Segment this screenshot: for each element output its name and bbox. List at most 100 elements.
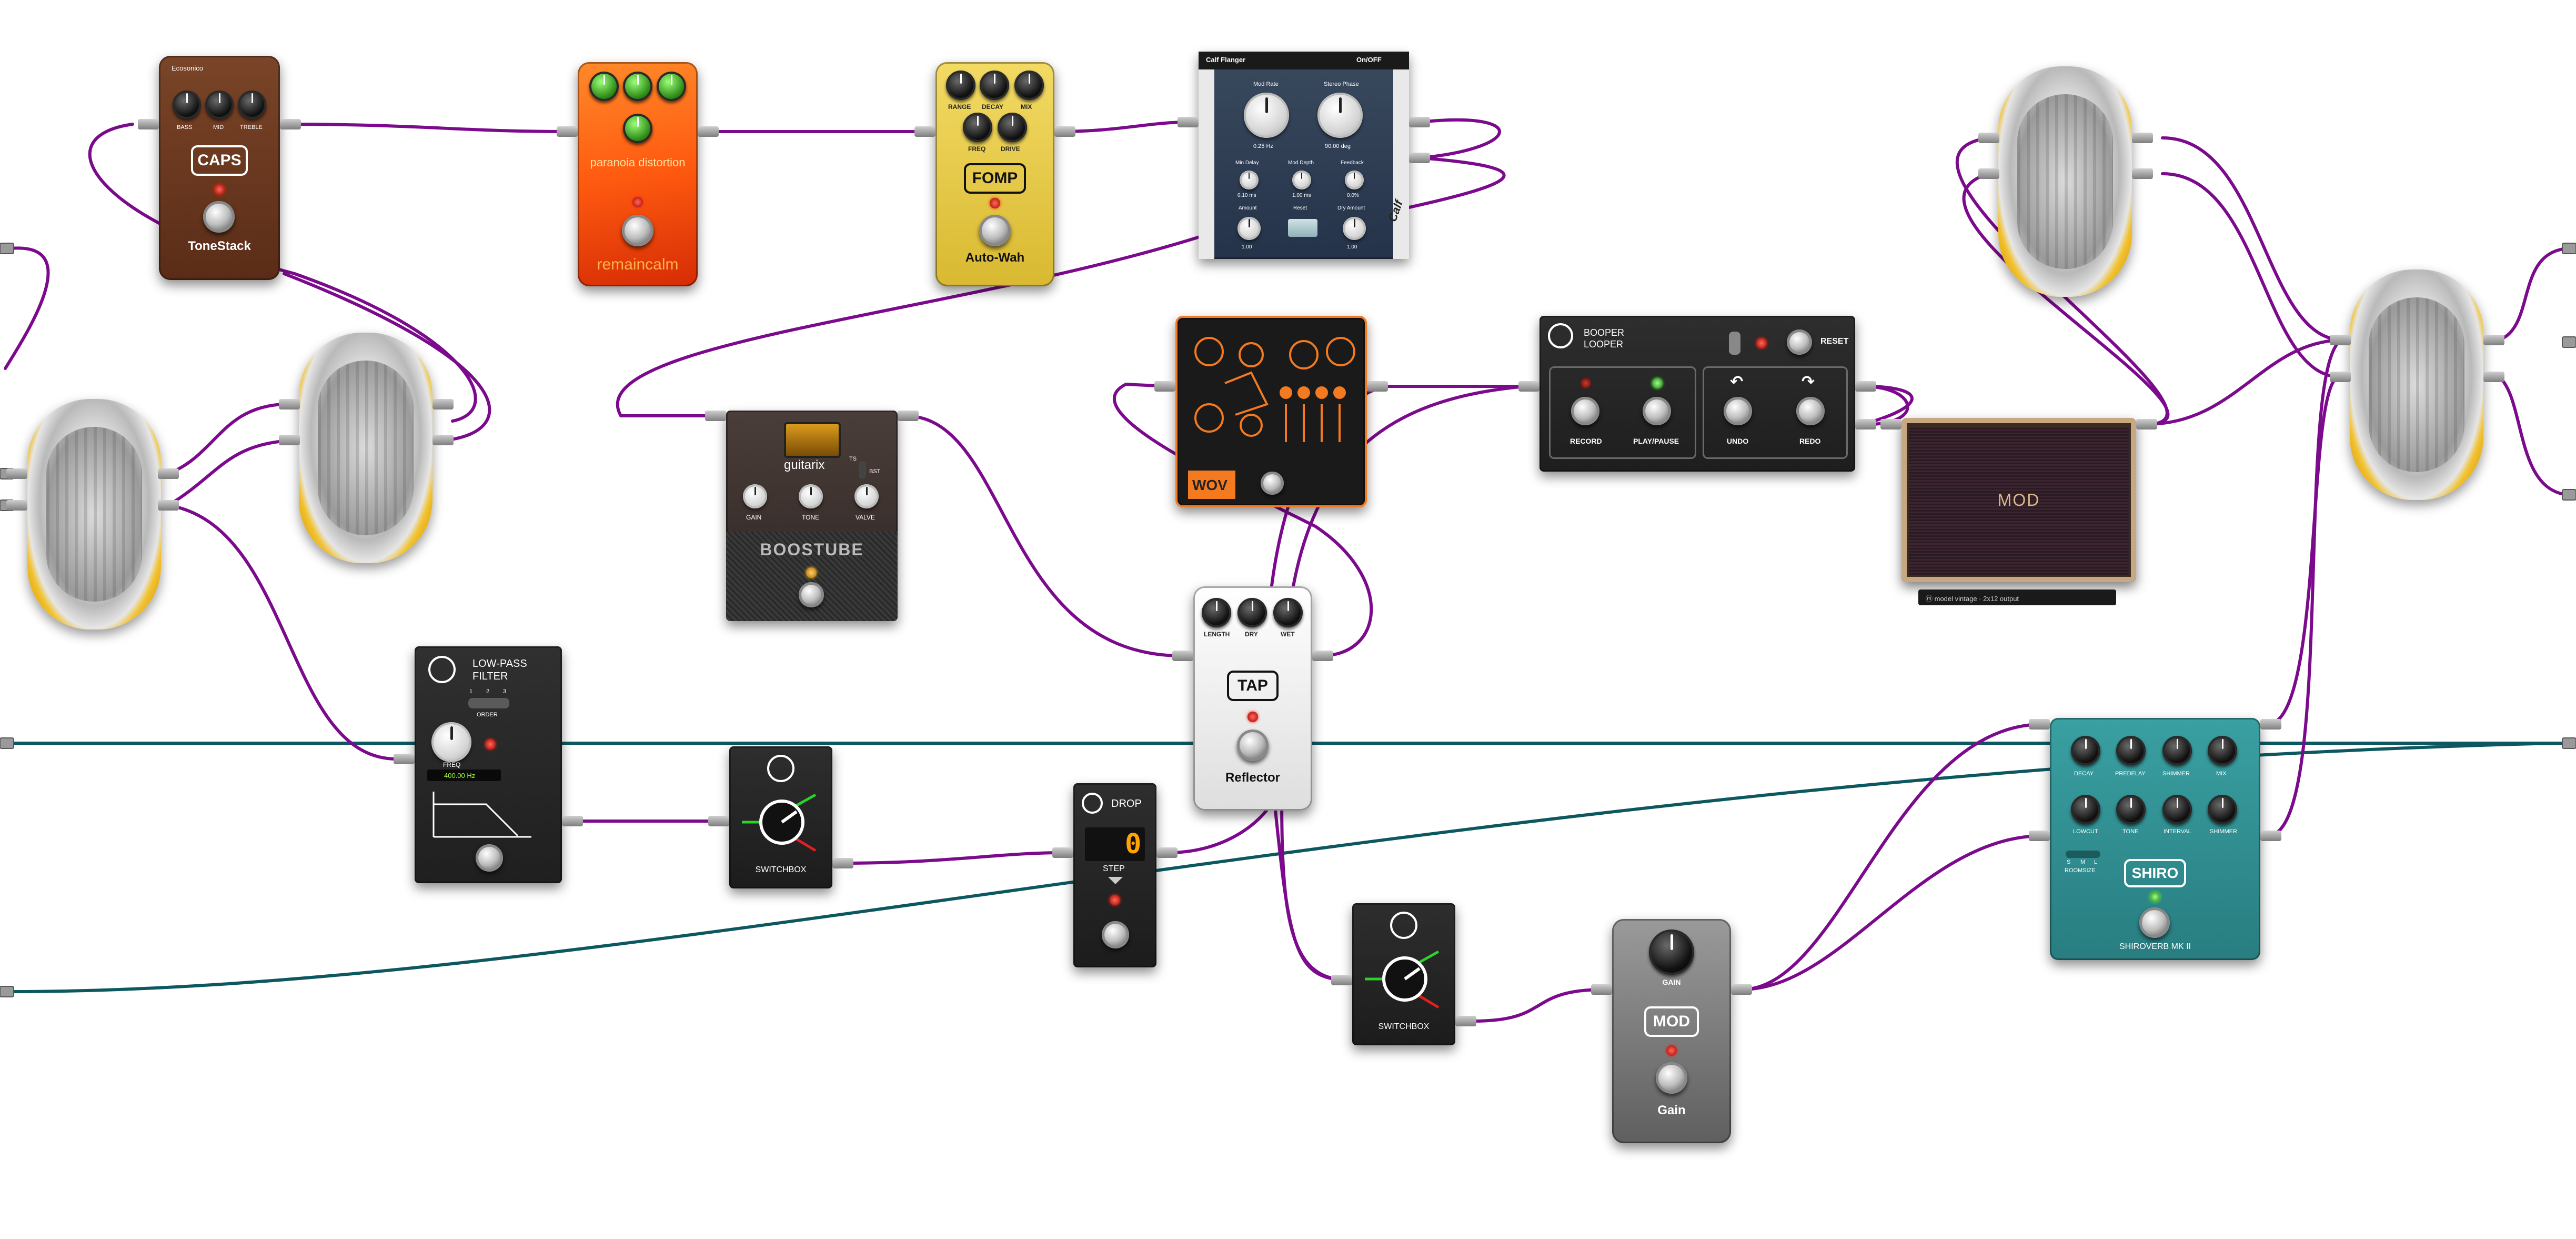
fomp-mix-knob[interactable] [1014, 71, 1044, 100]
caps-tonestack-pedal[interactable]: Ecosonico BASS MID TREBLE CAPS ToneStack [159, 56, 280, 280]
switchbox2-selector[interactable] [1365, 945, 1444, 1014]
amp3-input-jack-1[interactable] [1978, 133, 1999, 143]
paranoia-knob-3[interactable] [657, 72, 686, 101]
calf-output-jack-2[interactable] [1409, 153, 1430, 163]
lowpass-freq-knob[interactable] [431, 722, 471, 762]
switchbox2-input-jack[interactable] [1331, 975, 1352, 985]
shiro-output-jack-2[interactable] [2260, 831, 2281, 841]
cable-looper-cab2[interactable] [1861, 385, 1914, 426]
looper-redo-button[interactable] [1796, 397, 1825, 425]
cable-calf-out1[interactable] [1419, 118, 1501, 159]
amp4-output-jack-2[interactable] [2483, 372, 2504, 382]
looper-record-button[interactable] [1571, 397, 1599, 425]
wolf-input-jack[interactable] [1154, 381, 1175, 392]
wolf-pedal[interactable]: WOV [1175, 316, 1367, 507]
boostube-pedal[interactable]: guitarix TS BST GAIN TONE VALVE BOOSTUBE [726, 411, 898, 621]
calf-min-delay-knob[interactable] [1240, 171, 1259, 189]
amp-head-4[interactable] [2350, 269, 2483, 500]
cabinet-output-jack[interactable] [2136, 419, 2157, 429]
drop-footswitch[interactable] [1102, 921, 1129, 948]
amp4-input-jack-2[interactable] [2330, 372, 2351, 382]
calf-mod-rate-knob[interactable] [1244, 93, 1289, 138]
lowpass-input-jack[interactable] [394, 754, 415, 764]
cable-tap-wolf[interactable] [1112, 382, 1373, 657]
amp-head-2[interactable] [299, 333, 432, 563]
fomp-footswitch[interactable] [979, 215, 1011, 246]
drop-step-arrow[interactable] [1108, 877, 1123, 884]
amp3-output-jack-2[interactable] [2132, 168, 2153, 179]
cable-switch2-gain[interactable] [1472, 988, 1606, 1023]
boostube-valve-knob[interactable] [854, 484, 879, 508]
cable-calf-out2[interactable] [1398, 156, 1506, 211]
shiro-roomsize-switch[interactable] [2066, 851, 2100, 858]
paranoia-footswitch[interactable] [622, 215, 653, 246]
looper-play-button[interactable] [1643, 397, 1671, 425]
cabinet-status-bar[interactable]: ⓜ model vintage · 2x12 output [1918, 589, 2116, 605]
lowpass-footswitch[interactable] [476, 844, 503, 872]
calf-power[interactable]: On/OFF [1356, 56, 1382, 64]
cable-amp1-amp2b[interactable] [167, 438, 301, 507]
amp1-output-jack-1[interactable] [158, 468, 179, 479]
switchbox-pedal-2[interactable]: SWITCHBOX [1352, 903, 1455, 1045]
shiro-predelay-knob[interactable] [2116, 736, 2146, 765]
cable-caps-loop[interactable] [88, 123, 477, 423]
cable-amp4-right2[interactable] [2498, 375, 2569, 496]
calf-stereo-phase-knob[interactable] [1317, 93, 1363, 138]
cable-calf-boostube[interactable] [616, 235, 1201, 417]
calf-output-jack-1[interactable] [1409, 117, 1430, 127]
switchbox2-output-jack[interactable] [1455, 1016, 1476, 1026]
drop-input-jack[interactable] [1052, 847, 1073, 858]
cable-amp3-amp4[interactable] [2161, 136, 2343, 342]
gain-footswitch[interactable] [1656, 1062, 1687, 1094]
fomp-autowah-pedal[interactable]: RANGE DECAY MIX FREQ DRIVE FOMP Auto-Wah [935, 62, 1054, 286]
cable-shiro-amp4b[interactable] [2266, 338, 2343, 837]
cable-gain-shiro2[interactable] [1740, 834, 2043, 991]
shiro-footswitch[interactable] [2139, 907, 2170, 938]
tap-dry-knob[interactable] [1237, 598, 1267, 627]
cable-caps-paranoia[interactable] [289, 123, 570, 133]
amp1-output-jack-2[interactable] [158, 500, 179, 511]
cable-shiro-amp4[interactable] [2266, 375, 2343, 726]
cable-amp4-right1[interactable] [2498, 247, 2569, 342]
tap-output-jack[interactable] [1312, 651, 1333, 661]
fomp-output-jack[interactable] [1054, 126, 1075, 137]
caps-mid-knob[interactable] [205, 91, 234, 119]
cabinet-input-jack[interactable] [1880, 419, 1901, 429]
paranoia-knob-2[interactable] [623, 72, 652, 101]
looper-output-jack-2[interactable] [1855, 419, 1876, 429]
shiro-shimmer-knob[interactable] [2162, 736, 2192, 765]
wolf-footswitch[interactable] [1261, 472, 1284, 495]
paranoia-distortion-pedal[interactable]: paranoia distortion remaincalm [578, 62, 698, 286]
boostube-mode-toggle[interactable] [859, 461, 866, 479]
calf-flanger-plugin[interactable]: Calf Flanger On/OFF Mod Rate Stereo Phas… [1199, 52, 1409, 259]
fomp-drive-knob[interactable] [998, 113, 1027, 142]
shiro-input-jack-1[interactable] [2029, 719, 2050, 730]
amp-head-3[interactable] [1998, 66, 2132, 297]
gain-knob[interactable] [1649, 930, 1694, 975]
amp1-input-jack-2[interactable] [6, 500, 27, 511]
amp3-output-jack-1[interactable] [2132, 133, 2153, 143]
shiro-output-jack-1[interactable] [2260, 719, 2281, 730]
calf-reset-button[interactable] [1288, 219, 1317, 237]
boostube-output-jack[interactable] [898, 411, 919, 421]
cable-caps-amp2[interactable] [283, 272, 491, 442]
paranoia-knob-4[interactable] [623, 114, 652, 143]
amp1-input-jack-1[interactable] [6, 468, 27, 479]
cable-left-top[interactable] [4, 246, 50, 370]
amp2-input-jack-2[interactable] [279, 435, 300, 445]
boostube-footswitch[interactable] [799, 582, 824, 607]
amp2-output-jack-2[interactable] [432, 435, 454, 445]
tap-length-knob[interactable] [1202, 598, 1231, 627]
cable-boostube-tap[interactable] [903, 414, 1180, 657]
caps-treble-knob[interactable] [238, 91, 266, 119]
cable-cab-amp3b[interactable] [1962, 172, 2170, 426]
wolf-output-jack[interactable] [1367, 381, 1388, 392]
caps-bass-knob[interactable] [173, 91, 201, 119]
shiro-input-jack-2[interactable] [2029, 831, 2050, 841]
drop-pedal[interactable]: DROP 0 STEP [1073, 783, 1156, 967]
mod-gain-pedal[interactable]: GAIN MOD Gain [1612, 919, 1731, 1143]
calf-feedback-knob[interactable] [1345, 171, 1364, 189]
shiro-shimmer-knob-2[interactable] [2208, 795, 2237, 824]
boostube-gain-knob[interactable] [743, 484, 767, 508]
